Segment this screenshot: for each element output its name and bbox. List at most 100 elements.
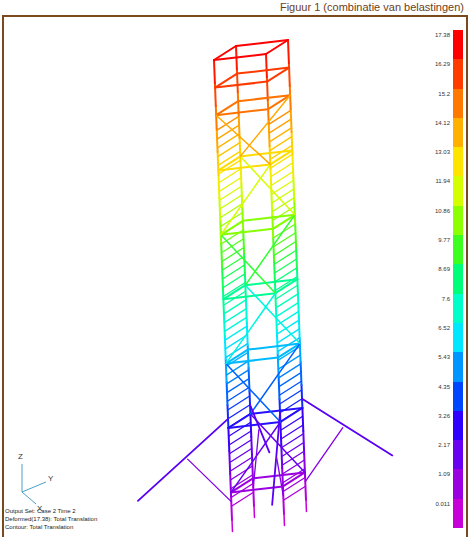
frame-member [282,443,304,457]
frame-member [253,430,259,488]
legend-swatch [453,469,463,499]
frame-member [305,500,307,512]
frame-member [230,449,252,463]
frame-member [238,95,290,101]
frame-member [242,230,245,253]
legend-value: 14.12 [435,120,450,127]
frame-member [230,457,252,471]
frame-member [215,106,218,129]
frame-member [216,101,238,115]
legend-value: 13.03 [435,149,450,156]
legend-value: 15.2 [438,91,450,98]
frame-member [228,396,250,410]
frame-member [236,40,288,46]
legend-value: 5.43 [438,354,450,361]
frame-member [213,60,216,83]
legend-swatch [453,176,463,206]
legend-swatch [453,411,463,441]
frame-member [275,259,297,273]
frame-member [241,207,244,230]
frame-member [245,285,300,343]
frame-member [220,244,223,267]
frame-member [265,54,268,77]
legend-swatch [453,59,463,89]
frame-member [224,309,246,323]
frame-member [223,285,245,299]
frame-member [274,250,296,264]
legend-value: 7.6 [442,296,450,303]
frame-member [293,201,296,224]
frame-member [219,178,241,192]
frame-member [281,416,303,430]
frame-member [273,207,295,221]
frame-member [275,276,297,290]
legend-value: 11.94 [435,178,450,185]
frame-member [218,156,240,170]
scaffold-tower [138,40,392,532]
frame-member [298,316,301,339]
output-info: Contour: Total Translation [5,524,73,531]
frame-member [222,247,244,261]
frame-member [296,270,299,293]
frame-member [229,474,232,497]
figure-title: Figuur 1 (combinatie van belastingen) [280,1,464,13]
frame-member [249,391,252,414]
frame-member [223,313,226,336]
frame-member [216,115,270,164]
frame-member [288,63,291,86]
frame-member [221,235,276,293]
frame-member [287,40,290,63]
legend-swatch [453,264,463,294]
legend-swatch [453,206,463,236]
frame-member [278,355,300,369]
frame-member [276,294,298,308]
legend-swatch [453,323,463,353]
frame-member [267,100,270,123]
frame-member [220,204,242,218]
frame-member [214,46,236,60]
frame-member [222,239,244,253]
frame-member [223,274,245,288]
frame-member [269,128,291,142]
legend-value: 3.26 [438,413,450,420]
frame-member [243,215,295,221]
legend-swatch [453,499,463,529]
frame-member [216,129,219,152]
frame-member [226,350,248,364]
frame-member [188,459,232,501]
frame-member [231,478,253,492]
legend-swatch [453,382,463,412]
frame-member [271,172,293,186]
legend-swatch [453,147,463,177]
frame-member [218,143,240,157]
legend-swatch [453,440,463,470]
frame-member [279,364,301,378]
frame-member [227,405,230,428]
frame-member [279,381,301,395]
frame-member [231,520,233,532]
frame-member [227,428,230,451]
frame-member [301,385,304,408]
frame-member [217,134,239,148]
frame-member [221,221,243,235]
frame-member [240,161,243,184]
frame-member [231,422,280,492]
frame-member [281,434,303,448]
frame-member [226,293,275,363]
frame-member [301,408,304,431]
frame-member [229,431,251,445]
frame-member [281,425,303,439]
frame-member [240,156,295,214]
frame-member [250,405,269,453]
frame-member [240,150,292,156]
frame-member [219,186,241,200]
legend-value: 10.86 [435,208,450,215]
frame-member [245,215,294,285]
frame-member [280,390,302,404]
frame-member [274,241,296,255]
legend-value: 9.77 [438,237,450,244]
frame-member [250,344,299,414]
frame-member [279,373,301,387]
frame-member [222,256,244,270]
